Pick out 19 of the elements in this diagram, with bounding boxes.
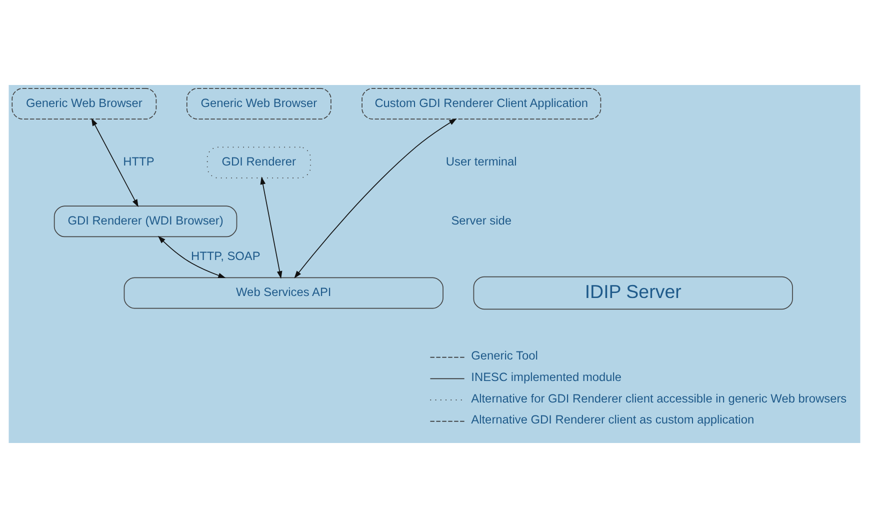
edge-label: HTTP [123, 154, 154, 168]
legend-label: Generic Tool [471, 348, 538, 362]
arrow [158, 235, 226, 278]
node-box: GDI Renderer (WDI Browser) [54, 205, 238, 237]
arrow [294, 118, 457, 278]
legend-label: Alternative GDI Renderer client as custom application [471, 412, 754, 426]
arrow [91, 118, 138, 207]
arrow [260, 176, 282, 278]
legend-label: Alternative for GDI Renderer client accessible in generic Web browsers [471, 390, 847, 405]
node-box: Generic Web Browser [186, 87, 332, 120]
label: Server side [451, 213, 512, 228]
legend-label: INESC implemented module [471, 369, 622, 384]
edge-label: HTTP, SOAP [190, 248, 260, 262]
label: User terminal [446, 154, 517, 168]
node-box: Custom GDI Renderer Client Application [362, 87, 602, 120]
node-box: Generic Web Browser [12, 87, 157, 120]
node-box: GDI Renderer [206, 146, 311, 178]
node-box: IDIP Server [473, 276, 793, 310]
node-box: Web Services API [124, 276, 444, 308]
